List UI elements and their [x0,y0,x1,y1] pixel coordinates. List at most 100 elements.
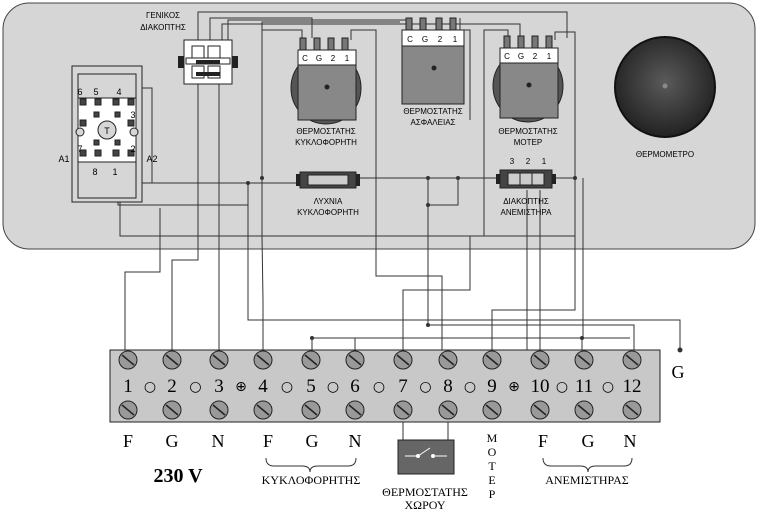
main-switch-label-1: ΓΕΝΙΚΟΣ [146,11,180,20]
terminal-screw-bottom-8-slot [441,404,455,416]
relay-pin-7: 7 [77,144,82,154]
terminal-screw-bottom-2-slot [165,404,179,416]
motor-letter-5: Ρ [489,487,496,501]
thermostat-circulator[interactable] [290,37,362,125]
terminal-screw-top-3-slot [212,354,226,366]
terminal-number-2: 2 [167,376,177,397]
wire-junctions [246,176,584,340]
circulator-label: ΚΥΚΛΟΦΟΡΗΤΗΣ [262,473,361,487]
terminal-number-7: 7 [398,376,408,397]
terminal-separator-2: ○ [189,379,201,395]
thermo-safety-pin-1: 1 [453,35,458,44]
fan-switch[interactable] [496,169,556,189]
thermo-motor-pin-1: 1 [547,52,552,61]
thermo-circ-label-1: ΘΕΡΜΟΣΤΑΤΗΣ [296,127,355,136]
fan-brace [542,457,633,473]
terminal-number-12: 12 [623,376,642,397]
thermo-motor-label-1: ΘΕΡΜΟΣΤΑΤΗΣ [498,127,557,136]
label-n-2: N [349,431,362,451]
terminal-number-4: 4 [258,376,268,397]
thermostat-motor[interactable] [492,35,564,123]
thermo-safety-pin-g: G [422,35,428,44]
room-thermostat-label-2: ΧΩΡΟΥ [405,498,446,512]
relay-socket [71,65,143,203]
terminal-number-3: 3 [214,376,224,397]
terminal-screw-bottom-7-slot [396,404,410,416]
terminal-screws: 1○2○3⊕4○5○6○7○8○9⊕10○11○12 [118,350,642,420]
terminal-number-11: 11 [575,376,593,397]
thermo-circ-pin-1: 1 [345,54,350,63]
label-f-1: F [123,431,133,451]
terminal-screw-top-1-slot [121,354,135,366]
ground-terminal-dot [677,347,683,353]
fan-switch-pin-1: 1 [542,157,547,166]
relay-pin-4: 4 [116,87,121,97]
thermo-safety-label-1: ΘΕΡΜΟΣΤΑΤΗΣ [403,107,462,116]
room-thermostat-label-1: ΘΕΡΜΟΣΤΑΤΗΣ [382,485,468,499]
label-g-3: G [582,431,595,451]
external-wiring [124,80,681,350]
terminal-separator-1: ○ [144,379,156,395]
circulator-brace [265,457,357,473]
motor-letter-1: Μ [487,431,498,445]
label-f-3: F [538,431,548,451]
terminal-separator-9: ⊕ [508,379,520,395]
terminal-screw-top-8-slot [441,354,455,366]
terminal-screw-top-12-slot [625,354,639,366]
terminal-separator-4: ○ [281,379,293,395]
motor-letter-3: Τ [488,459,496,473]
terminal-number-10: 10 [531,376,550,397]
terminal-screw-top-10-slot [533,354,547,366]
thermo-circ-pin-g: G [316,54,322,63]
thermo-motor-pin-2: 2 [533,52,538,61]
terminal-separator-11: ○ [602,379,614,395]
label-g-2: G [306,431,319,451]
terminal-separator-3: ⊕ [235,379,247,395]
terminal-separator-7: ○ [419,379,431,395]
motor-letter-4: Ε [488,473,495,487]
terminal-screw-bottom-11-slot [577,404,591,416]
relay-pin-8: 8 [92,167,97,177]
terminal-screw-bottom-4-slot [256,404,270,416]
terminal-screw-top-2-slot [165,354,179,366]
terminal-screw-bottom-5-slot [304,404,318,416]
thermo-circ-pin-c: C [302,54,308,63]
terminal-screw-top-6-slot [348,354,362,366]
terminal-block [109,349,661,423]
terminal-screw-bottom-10-slot [533,404,547,416]
relay-center-label: T [104,126,110,136]
terminal-screw-bottom-9-slot [485,404,499,416]
terminal-separator-6: ○ [373,379,385,395]
relay-pin-2: 2 [130,144,135,154]
terminal-number-6: 6 [350,376,360,397]
fan-switch-label-1: ΔΙΑΚΟΠΤΗΣ [503,197,549,206]
room-thermostat[interactable] [397,422,455,475]
relay-pin-5: 5 [93,87,98,97]
thermostat-safety[interactable] [401,17,465,105]
terminal-screw-bottom-6-slot [348,404,362,416]
thermo-circ-label-2: ΚΥΚΛΟΦΟΡΗΤΗ [295,138,357,147]
terminal-screw-top-9-slot [485,354,499,366]
label-n-3: N [624,431,637,451]
label-f-2: F [263,431,273,451]
terminal-screw-bottom-12-slot [625,404,639,416]
terminal-number-8: 8 [443,376,453,397]
terminal-screw-top-11-slot [577,354,591,366]
terminal-screw-top-7-slot [396,354,410,366]
main-switch-label-2: ΔΙΑΚΟΠΤΗΣ [140,23,186,32]
relay-pin-3: 3 [130,110,135,120]
thermo-safety-label-2: ΑΣΦΑΛΕΙΑΣ [411,118,456,127]
relay-pin-6: 6 [77,87,82,97]
fan-switch-pin-2: 2 [526,157,531,166]
relay-pin-1: 1 [112,167,117,177]
main-switch[interactable] [178,39,238,85]
ground-label: G [672,362,685,382]
terminal-separator-5: ○ [327,379,339,395]
fan-switch-label-2: ΑΝΕΜΙΣΤΗΡΑ [500,208,552,217]
terminal-screw-top-4-slot [256,354,270,366]
fan-switch-pin-3: 3 [510,157,515,166]
terminal-number-9: 9 [487,376,497,397]
thermo-motor-pin-g: G [518,52,524,61]
thermometer-label: ΘΕΡΜΟΜΕΤΡΟ [636,150,694,159]
thermometer [614,36,716,138]
